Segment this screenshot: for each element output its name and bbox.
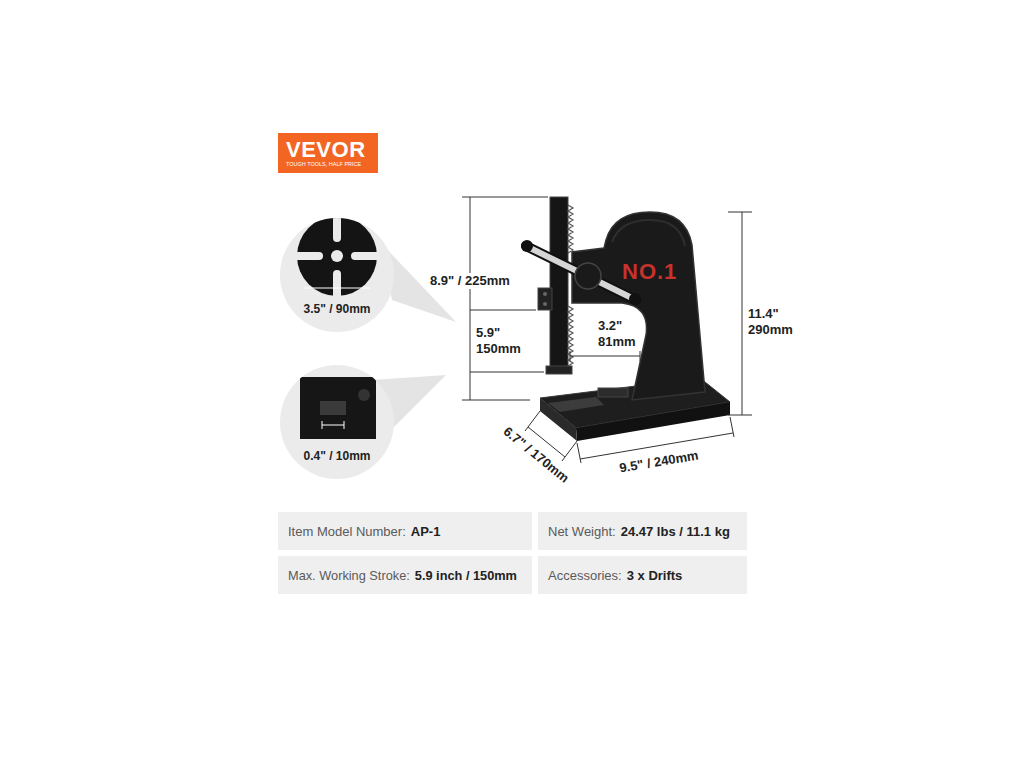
spec-value: AP-1 xyxy=(411,524,441,539)
dimension-tick xyxy=(640,351,641,361)
base-front xyxy=(576,402,730,441)
dimension-label: 8.9" / 225mm xyxy=(427,273,513,289)
drift-plate xyxy=(293,218,381,300)
dimension-tick xyxy=(470,372,544,373)
spec-cell: Max. Working Stroke: 5.9 inch / 150mm xyxy=(278,556,532,594)
spec-cell: Item Model Number: AP-1 xyxy=(278,512,532,550)
dimension-label: 5.9" 150mm xyxy=(476,325,521,357)
dimension-lines xyxy=(462,197,752,463)
dimension-tick xyxy=(728,212,752,213)
dimension-tick xyxy=(344,421,345,429)
plate-slot xyxy=(351,252,381,260)
dimension-line xyxy=(470,197,471,400)
handle-bar xyxy=(526,246,636,300)
dimension-label: 6.7" / 170mm xyxy=(500,424,572,487)
dimension-tick xyxy=(728,415,752,416)
plate-slot xyxy=(293,252,323,260)
dimension-line xyxy=(304,288,370,289)
ram-block xyxy=(300,377,376,439)
rack-ram xyxy=(550,197,568,372)
casting-mark: NO.1 xyxy=(622,259,677,285)
spec-value: 3 x Drifts xyxy=(627,568,683,583)
plate-slot xyxy=(333,270,341,300)
dimension-label: 3.2" 81mm xyxy=(598,318,636,350)
detail-callout: 3.5" / 90mm xyxy=(280,218,394,332)
dimension-label: 3.5" / 90mm xyxy=(303,302,370,317)
dimension-tick xyxy=(470,310,536,311)
spec-cell: Accessories: 3 x Drifts xyxy=(538,556,747,594)
extension-line xyxy=(730,417,734,437)
ram-foot xyxy=(546,366,572,374)
spec-cell: Net Weight: 24.47 lbs / 11.1 kg xyxy=(538,512,747,550)
pinion-hub xyxy=(575,263,601,289)
dimension-tick xyxy=(322,421,323,429)
handle-outline xyxy=(526,246,636,300)
rack-teeth xyxy=(568,205,573,366)
block-body xyxy=(300,377,376,439)
dimension-tick xyxy=(462,400,530,401)
spec-key: Max. Working Stroke: xyxy=(288,568,410,583)
bolt xyxy=(543,302,547,306)
spec-value: 5.9 inch / 150mm xyxy=(415,568,517,583)
brand-name: VEVOR xyxy=(286,139,366,161)
callout-circle-ground xyxy=(280,365,394,479)
dimension-label: 0.4" / 10mm xyxy=(303,449,370,464)
bolt xyxy=(543,292,547,296)
plate-slot xyxy=(333,218,341,242)
base-boss xyxy=(598,388,628,397)
dimension-label: 11.4" 290mm xyxy=(748,306,793,338)
handle-knob xyxy=(629,293,641,305)
spec-value: 24.47 lbs / 11.1 kg xyxy=(621,524,730,539)
block-hole xyxy=(358,389,370,401)
dimension-line xyxy=(742,212,743,415)
spec-key: Net Weight: xyxy=(548,524,616,539)
brand-tagline: TOUGH TOOLS, HALF PRICE xyxy=(286,161,361,168)
extension-line xyxy=(562,441,577,461)
handle-knob xyxy=(521,240,533,252)
press-frame xyxy=(572,212,705,400)
dimension-tick xyxy=(462,197,548,198)
base-slot xyxy=(548,397,604,412)
detail-callout: 0.4" / 10mm xyxy=(280,365,394,479)
brand-logo: VEVORTOUGH TOOLS, HALF PRICE xyxy=(278,133,378,173)
gib-plate xyxy=(538,288,552,310)
plate-hole xyxy=(331,250,343,262)
extension-line xyxy=(525,411,540,431)
dimension-line xyxy=(570,356,640,357)
frame-edge xyxy=(612,220,685,246)
dimension-line xyxy=(322,425,344,426)
spec-key: Item Model Number: xyxy=(288,524,406,539)
spec-key: Accessories: xyxy=(548,568,622,583)
block-slot xyxy=(320,401,346,415)
dimension-label: 9.5" / 240mm xyxy=(618,447,699,476)
extension-line xyxy=(577,443,581,463)
dimension-tick xyxy=(570,351,571,361)
